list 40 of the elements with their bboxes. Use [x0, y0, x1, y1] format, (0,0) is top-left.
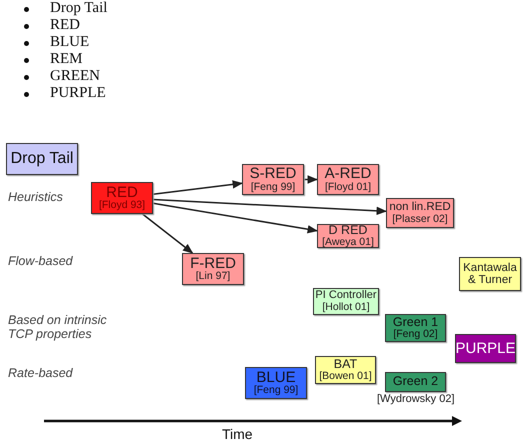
- method-name: PURPLE: [455, 340, 516, 356]
- method-name: PI Controller: [315, 290, 377, 302]
- list-item-text: BLUE: [50, 34, 90, 51]
- method-name: Kantawala & Turner: [462, 262, 518, 286]
- citation-text: [Floyd 93]: [98, 200, 146, 212]
- method-name: BLUE: [256, 370, 296, 386]
- method-name: Green 1: [392, 316, 438, 329]
- citation-text: [Feng 99]: [250, 182, 296, 193]
- method-name: RED: [106, 184, 138, 200]
- axis-label: Time: [222, 426, 253, 442]
- method-name: BAT: [334, 358, 358, 371]
- category-label: Based on intrinsic TCP properties: [8, 313, 108, 342]
- arrow: [304, 175, 318, 184]
- citation-text: [Hollot 01]: [322, 302, 370, 313]
- arrow: [152, 198, 388, 215]
- list-item-text: GREEN: [50, 68, 100, 85]
- citation-text: [Plasser 02]: [392, 214, 448, 225]
- list-item-text: REM: [50, 51, 83, 68]
- citation-text: [Floyd 01]: [324, 182, 372, 193]
- arrow: [152, 180, 244, 195]
- method-name: S-RED: [250, 166, 296, 182]
- category-label: Flow-based: [8, 254, 74, 268]
- citation-text: [Wydrowsky 02]: [377, 393, 455, 405]
- citation-text: [Feng 99]: [254, 385, 298, 396]
- citation-text: [Aweya 01]: [322, 237, 374, 248]
- citation-text: [Bowen 01]: [319, 371, 372, 382]
- citation-text: [Lin 97]: [196, 271, 230, 282]
- method-name: A-RED: [324, 166, 372, 182]
- method-name: Green 2: [392, 375, 438, 389]
- category-label: Rate-based: [8, 366, 74, 380]
- method-name: F-RED: [190, 256, 236, 272]
- method-name: D RED: [328, 224, 368, 237]
- arrow: [142, 213, 194, 254]
- list-item-text: Drop Tail: [50, 0, 108, 17]
- method-name: Drop Tail: [10, 150, 74, 168]
- citation-text: [Feng 02]: [393, 329, 438, 340]
- list-item-text: PURPLE: [50, 85, 106, 102]
- arrow: [152, 202, 318, 234]
- list-item-text: RED: [50, 17, 80, 34]
- method-name: non lin.RED: [389, 201, 451, 214]
